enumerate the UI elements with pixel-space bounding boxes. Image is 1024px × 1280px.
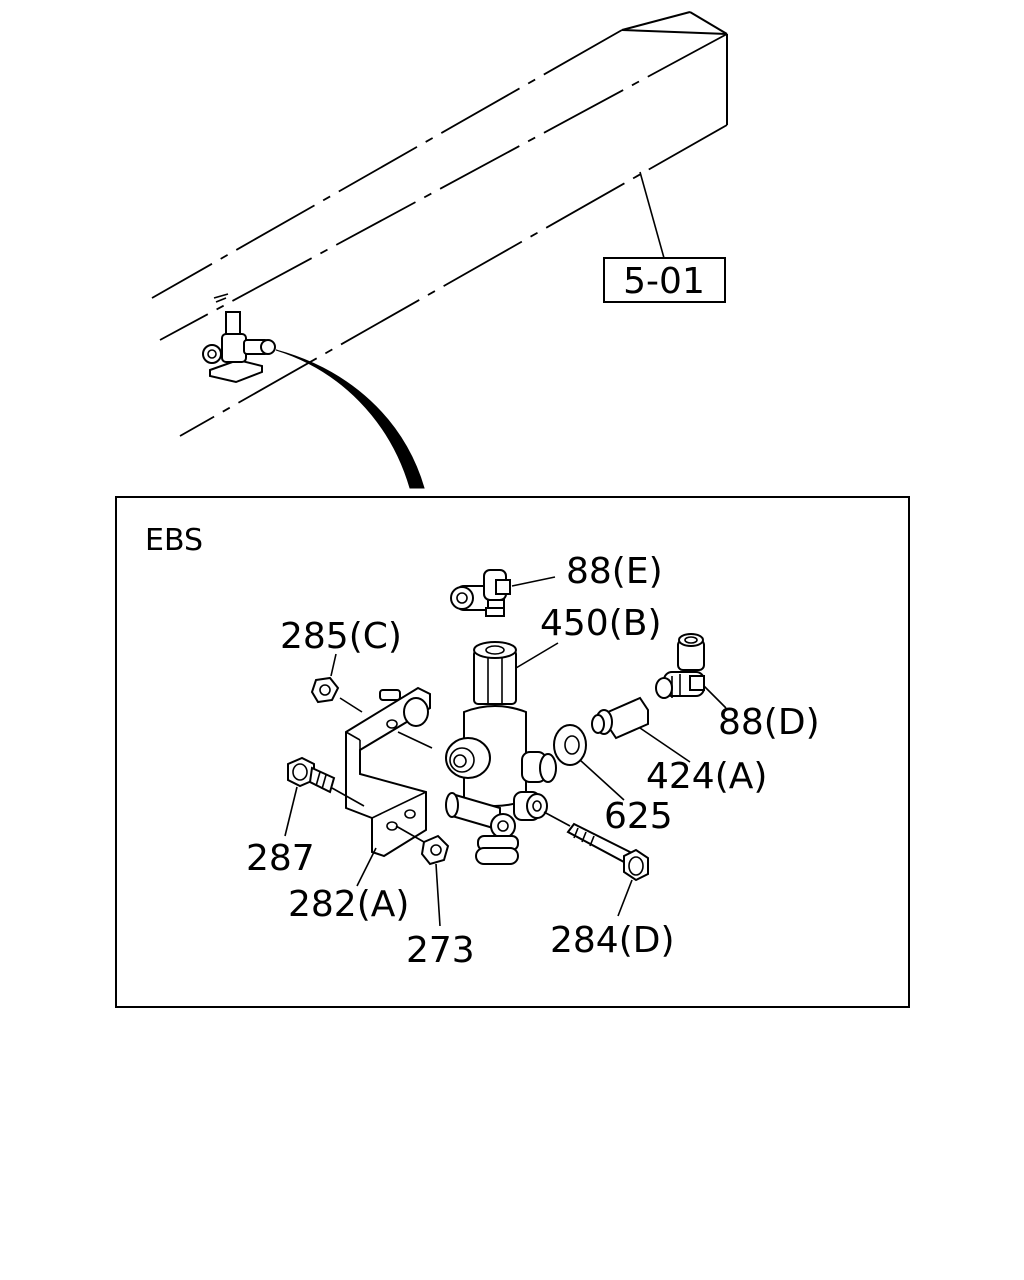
reference-label: 5-01 [623, 261, 705, 302]
valve-body-450b-icon[interactable] [445, 641, 557, 865]
leader-88e [511, 576, 556, 587]
leader-625 [579, 759, 625, 801]
callout-88d: 88(D) [718, 702, 820, 743]
leader-284d [617, 879, 633, 917]
callout-287: 287 [246, 838, 315, 879]
leader-282a [356, 847, 377, 887]
callout-625: 625 [604, 796, 673, 837]
callout-424a: 424(A) [646, 756, 767, 797]
elbow-fitting-88d-icon[interactable] [655, 633, 705, 699]
leader-287-axis [331, 787, 365, 807]
leader-273-axis [395, 825, 425, 843]
leader-282a-axis [397, 731, 433, 749]
callout-450b: 450(B) [540, 603, 662, 644]
nut-273-icon[interactable] [420, 834, 450, 866]
leader-424a [639, 727, 691, 763]
detail-box-title: EBS [145, 523, 203, 558]
callout-284d: 284(D) [550, 920, 675, 961]
callout-273: 273 [406, 930, 475, 971]
leader-450b [515, 642, 559, 669]
reference-box[interactable]: 5-01 [603, 257, 726, 303]
callout-88e: 88(E) [566, 551, 663, 592]
reference-leader [639, 171, 665, 259]
bolt-284d-icon[interactable] [566, 822, 649, 882]
callout-282a: 282(A) [288, 884, 409, 925]
detail-arrow [275, 349, 425, 489]
leader-287 [284, 786, 298, 837]
leader-273 [435, 863, 441, 927]
leader-285c-axis [339, 697, 363, 713]
callout-285c: 285(C) [280, 616, 402, 657]
washer-625-icon[interactable] [553, 724, 587, 766]
adapter-424a-icon[interactable] [591, 696, 649, 740]
bolt-287-icon[interactable] [287, 756, 336, 794]
leader-88d [703, 685, 727, 709]
elbow-fitting-88e-icon[interactable] [450, 569, 511, 617]
nut-285c-icon[interactable] [310, 676, 340, 704]
rail-valve-icon [202, 293, 276, 384]
leader-284d-axis [543, 811, 571, 827]
leader-285c [330, 653, 337, 677]
frame-rail [151, 11, 728, 437]
bracket-282a-icon[interactable] [345, 686, 431, 858]
